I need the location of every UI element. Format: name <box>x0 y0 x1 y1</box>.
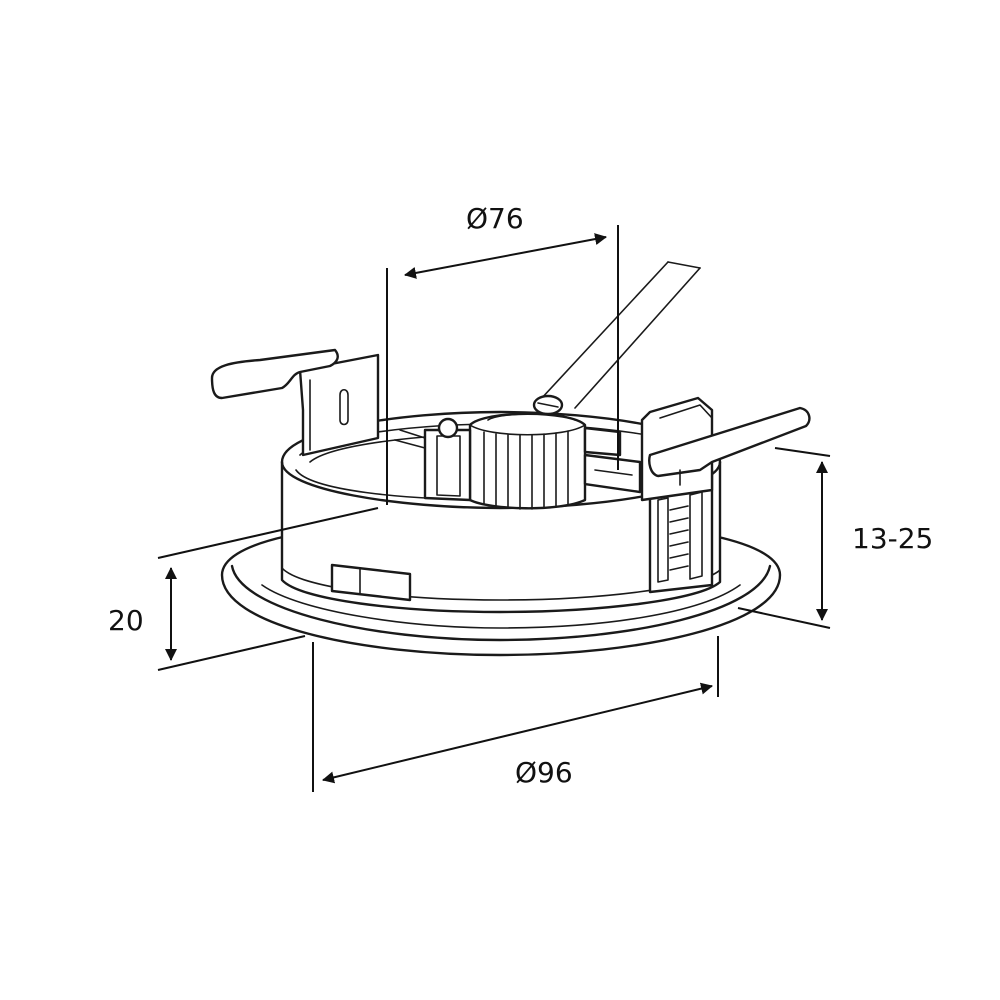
dimension-height: 20 <box>108 507 379 671</box>
height-label: 20 <box>108 604 144 637</box>
clamp-range-label: 13-25 <box>852 522 933 555</box>
screw <box>532 394 564 416</box>
cable <box>539 261 701 409</box>
heat-sink <box>468 412 587 510</box>
top-diameter-label: Ø76 <box>466 202 524 235</box>
dimension-bottom-diameter: Ø96 <box>312 636 719 792</box>
connector-block <box>394 417 472 502</box>
dimension-top-diameter: Ø76 <box>386 202 619 505</box>
dimension-clamp-range: 13-25 <box>737 447 933 629</box>
terminal-block <box>583 426 642 494</box>
right-mounting-clip <box>640 396 811 502</box>
label-slot <box>330 563 412 602</box>
left-mounting-clip <box>210 348 380 457</box>
bottom-diameter-label: Ø96 <box>515 756 573 789</box>
